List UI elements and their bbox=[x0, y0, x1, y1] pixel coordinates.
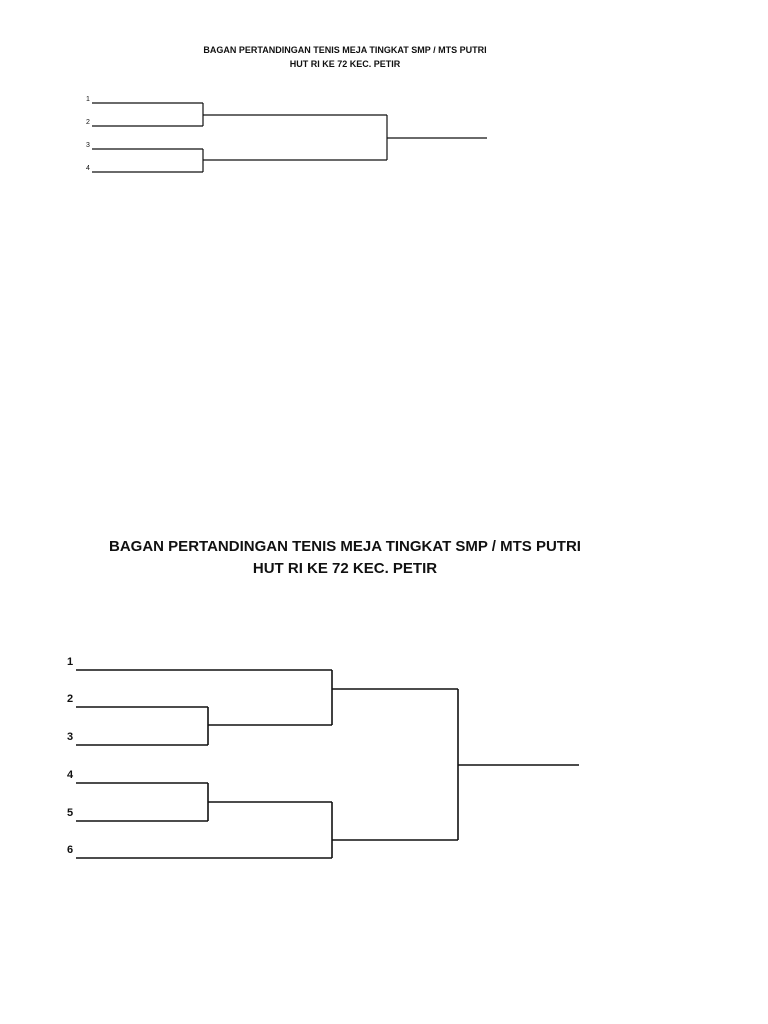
small-seed-label-4: 4 bbox=[86, 165, 90, 172]
small-bracket-title: BAGAN PERTANDINGAN TENIS MEJA TINGKAT SM… bbox=[120, 43, 570, 71]
large-seed-label-5: 5 bbox=[67, 807, 73, 819]
large-seed-label-4: 4 bbox=[67, 769, 74, 781]
small-bracket-title-line2: HUT RI KE 72 KEC. PETIR bbox=[289, 59, 401, 69]
large-seed-label-2: 2 bbox=[67, 693, 73, 705]
large-bracket bbox=[76, 669, 579, 859]
large-seed-label-6: 6 bbox=[67, 844, 73, 856]
large-seed-label-3: 3 bbox=[67, 731, 73, 743]
large-bracket-title-line2: HUT RI KE 72 KEC. PETIR bbox=[252, 560, 438, 577]
small-bracket-title-line1: BAGAN PERTANDINGAN TENIS MEJA TINGKAT SM… bbox=[203, 45, 487, 55]
large-bracket-title-line1: BAGAN PERTANDINGAN TENIS MEJA TINGKAT SM… bbox=[109, 538, 581, 555]
small-seed-label-3: 3 bbox=[86, 142, 90, 149]
small-bracket bbox=[92, 102, 487, 173]
small-seed-label-1: 1 bbox=[86, 96, 90, 103]
small-seed-label-2: 2 bbox=[86, 119, 90, 126]
large-seed-label-1: 1 bbox=[67, 656, 73, 668]
large-bracket-seeds: 1 2 3 4 5 6 bbox=[67, 656, 74, 856]
large-bracket-title: BAGAN PERTANDINGAN TENIS MEJA TINGKAT SM… bbox=[80, 536, 610, 580]
small-bracket-seeds: 1 2 3 4 bbox=[86, 96, 90, 172]
